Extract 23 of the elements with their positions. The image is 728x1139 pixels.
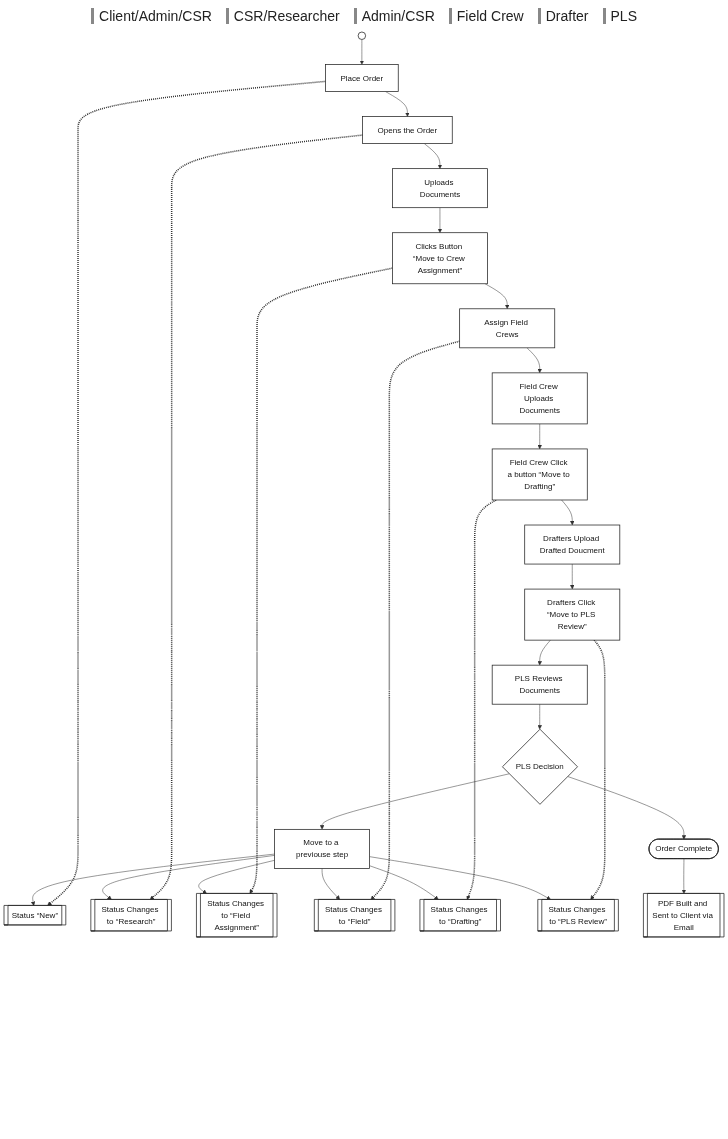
role-label: Admin/CSR xyxy=(353,8,435,24)
node-box: Place Order xyxy=(325,64,399,92)
arrow xyxy=(249,267,394,894)
node-box: Move to a previouse step xyxy=(274,828,370,869)
node-box: PLS Reviews Documents xyxy=(491,664,588,705)
node-box: Drafters Click “Move to PLS Review” xyxy=(524,588,621,641)
arrow xyxy=(466,499,497,900)
arrow xyxy=(47,80,327,906)
node-diamond: PLS Decision xyxy=(502,728,578,805)
role-label: Field Crew xyxy=(448,8,524,24)
node-box: Field Crew Click a button “Move to Drafting” xyxy=(491,448,588,501)
role-label: PLS xyxy=(602,8,637,24)
role-label: CSR/Researcher xyxy=(225,8,340,24)
role-label: Client/Admin/CSR xyxy=(91,8,212,24)
node-box: Opens the Order xyxy=(362,116,453,144)
node-box: Field Crew Uploads Documents xyxy=(491,372,588,425)
node-box: Uploads Documents xyxy=(392,168,488,209)
role-label: Drafter xyxy=(537,8,589,24)
node-circle xyxy=(357,31,366,40)
node-box: Drafters Upload Drafted Doucment xyxy=(524,524,621,565)
node-box: Clicks Button “Move to Crew Assignment” xyxy=(392,232,488,285)
node-box: Assign Field Crews xyxy=(459,308,556,349)
arrow xyxy=(590,639,606,900)
